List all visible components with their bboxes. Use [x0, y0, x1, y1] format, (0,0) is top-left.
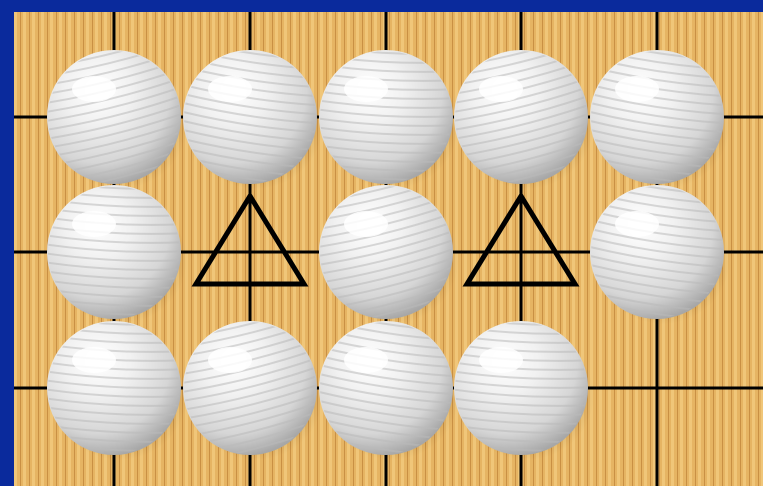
stone-highlight	[72, 347, 116, 373]
stone-highlight	[208, 347, 252, 373]
stone-highlight	[479, 76, 523, 102]
stone-highlight	[344, 211, 388, 237]
stone-highlight	[344, 347, 388, 373]
stone-highlight	[344, 76, 388, 102]
stone-highlight	[479, 347, 523, 373]
stone-highlight	[615, 76, 659, 102]
stone-highlight	[615, 211, 659, 237]
board-svg	[14, 12, 763, 486]
stone-highlight	[72, 76, 116, 102]
go-board[interactable]	[14, 12, 763, 486]
stone-highlight	[208, 76, 252, 102]
stone-highlight	[72, 211, 116, 237]
